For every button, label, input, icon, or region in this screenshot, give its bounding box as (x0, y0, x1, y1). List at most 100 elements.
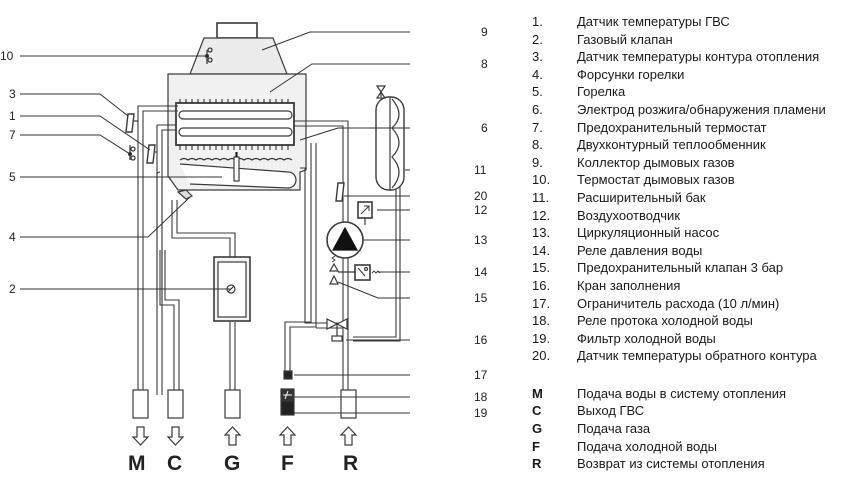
legend-key: 3. (532, 49, 543, 65)
port-sockets (132, 389, 357, 419)
legend-key: 6. (532, 101, 543, 117)
legend-key: 5. (532, 84, 543, 100)
legend-item: 17. Ограничитель расхода (10 л/мин) (532, 295, 857, 313)
callout-12: 12 (474, 203, 488, 217)
arrow-down-icon (131, 426, 150, 446)
cold-water-flow-switch (280, 388, 295, 402)
legend-item: 7. Предохранительный термостат (532, 119, 857, 137)
port-letters: M C G F R (128, 452, 358, 475)
legend-text: Выход ГВС (577, 403, 645, 419)
legend-text: Предохранительный клапан 3 бар (577, 260, 784, 276)
legend-key: 12. (532, 207, 551, 223)
legend-item: G Подача газа (532, 420, 857, 438)
legend-key: C (532, 403, 542, 419)
legend-text: Ограничитель расхода (10 л/мин) (577, 295, 780, 311)
callout-6: 6 (481, 121, 488, 135)
legend-text: Предохранительный термостат (577, 119, 767, 135)
callout-2: 2 (9, 282, 16, 296)
legend-text: Термостат дымовых газов (577, 172, 735, 188)
leader-lines (20, 31, 410, 414)
legend-text: Кран заполнения (577, 277, 681, 293)
boiler-schematic: 10 9 8 3 1 7 6 5 11 20 12 4 13 2 14 15 1… (0, 22, 488, 475)
legend-text: Коллектор дымовых газов (577, 154, 735, 170)
flow-limiter (283, 370, 293, 380)
legend-key: G (532, 421, 543, 437)
legend-item: 18.Реле протока холодной воды (532, 312, 857, 330)
callout-9: 9 (481, 25, 488, 39)
legend-key: 19. (532, 330, 551, 346)
legend-item: 9. Коллектор дымовых газов (532, 154, 857, 172)
legend-text: Реле протока холодной воды (577, 313, 753, 329)
legend-text: Реле давления воды (577, 242, 703, 258)
return-temperature-sensor (335, 182, 345, 202)
water-pressure-switch (354, 264, 381, 281)
legend-item: 20.Датчик температуры обратного контура (532, 347, 857, 365)
arrow-up-icon (223, 426, 242, 446)
double-circuit-heat-exchanger (175, 99, 295, 150)
air-vent (357, 201, 373, 225)
legend-text: Фильтр холодной воды (577, 330, 716, 346)
legend-key: 14. (532, 242, 551, 258)
legend-key: 4. (532, 66, 543, 82)
legend-key: M (532, 385, 543, 401)
port-label-c: C (167, 452, 182, 475)
callout-14: 14 (474, 265, 488, 279)
legend-key: R (532, 456, 542, 472)
legend-key: 11. (532, 189, 550, 205)
port-arrows (131, 426, 358, 446)
legend-text: Подача газа (577, 421, 651, 437)
legend-item: 10. Термостат дымовых газов (532, 171, 857, 189)
callout-13: 13 (474, 233, 488, 247)
legend-key: 15. (532, 260, 551, 276)
legend-item: M Подача воды в систему отопления (532, 385, 857, 403)
legend-key: 9. (532, 154, 543, 170)
callout-4: 4 (9, 230, 16, 244)
legend-item: 16.Кран заполнения (532, 277, 857, 295)
legend-key: 7. (532, 119, 543, 135)
heating-circuit-temperature-sensor (125, 113, 138, 133)
legend-key: 13. (532, 225, 551, 241)
dhw-temperature-sensor (146, 144, 157, 164)
safety-thermostat (127, 145, 136, 161)
legend-key: 10. (532, 172, 551, 188)
callout-18: 18 (474, 390, 488, 404)
ignition-electrode (233, 152, 240, 182)
callout-11: 11 (474, 163, 487, 177)
legend-text: Датчик температуры ГВС (577, 14, 730, 29)
legend-text: Подача воды в систему отопления (577, 385, 787, 401)
legend-text: Датчик температуры контура отопления (577, 49, 820, 65)
callout-numbers: 10 9 8 3 1 7 6 5 11 20 12 4 13 2 14 15 1… (0, 25, 488, 420)
cold-water-filter (280, 400, 295, 416)
callout-19: 19 (474, 406, 488, 420)
port-label-r: R (343, 452, 358, 475)
legend-text: Газовый клапан (577, 31, 673, 47)
legend-text: Расширительный бак (577, 189, 706, 205)
legend-item: C Выход ГВС (532, 402, 857, 420)
safety-valve (328, 255, 355, 285)
legend-item: 15. Предохранительный клапан 3 бар (532, 259, 857, 277)
legend-key: 2. (532, 31, 543, 47)
callout-20: 20 (474, 189, 488, 203)
legend-item: 2. Газовый клапан (532, 31, 857, 49)
flue-gas-collector (189, 22, 288, 75)
legend-key: 1. (532, 14, 543, 29)
legend-item: 19. Фильтр холодной воды (532, 330, 857, 348)
legend-key: F (532, 438, 540, 454)
legend-text: Датчик температуры обратного контура (577, 348, 817, 364)
circulation-pump (326, 221, 364, 259)
callout-1: 1 (9, 109, 16, 123)
port-label-g: G (224, 452, 240, 475)
port-label-f: F (281, 452, 294, 475)
legend-item: 6.Электрод розжига/обнаружения пламени (532, 101, 857, 119)
legend-key: 17. (532, 295, 551, 311)
callout-7: 7 (9, 128, 16, 142)
legend-text: Подача холодной воды (577, 438, 717, 454)
legend: 1. Датчик температуры ГВС 2. Газовый клапан… (532, 13, 857, 473)
burner-nozzles (176, 189, 194, 200)
legend-text: Форсунки горелки (577, 66, 685, 82)
legend-key: 8. (532, 137, 543, 153)
callout-10: 10 (0, 49, 14, 63)
legend-item: 4. Форсунки горелки (532, 66, 857, 84)
legend-item: 11. Расширительный бак (532, 189, 857, 207)
